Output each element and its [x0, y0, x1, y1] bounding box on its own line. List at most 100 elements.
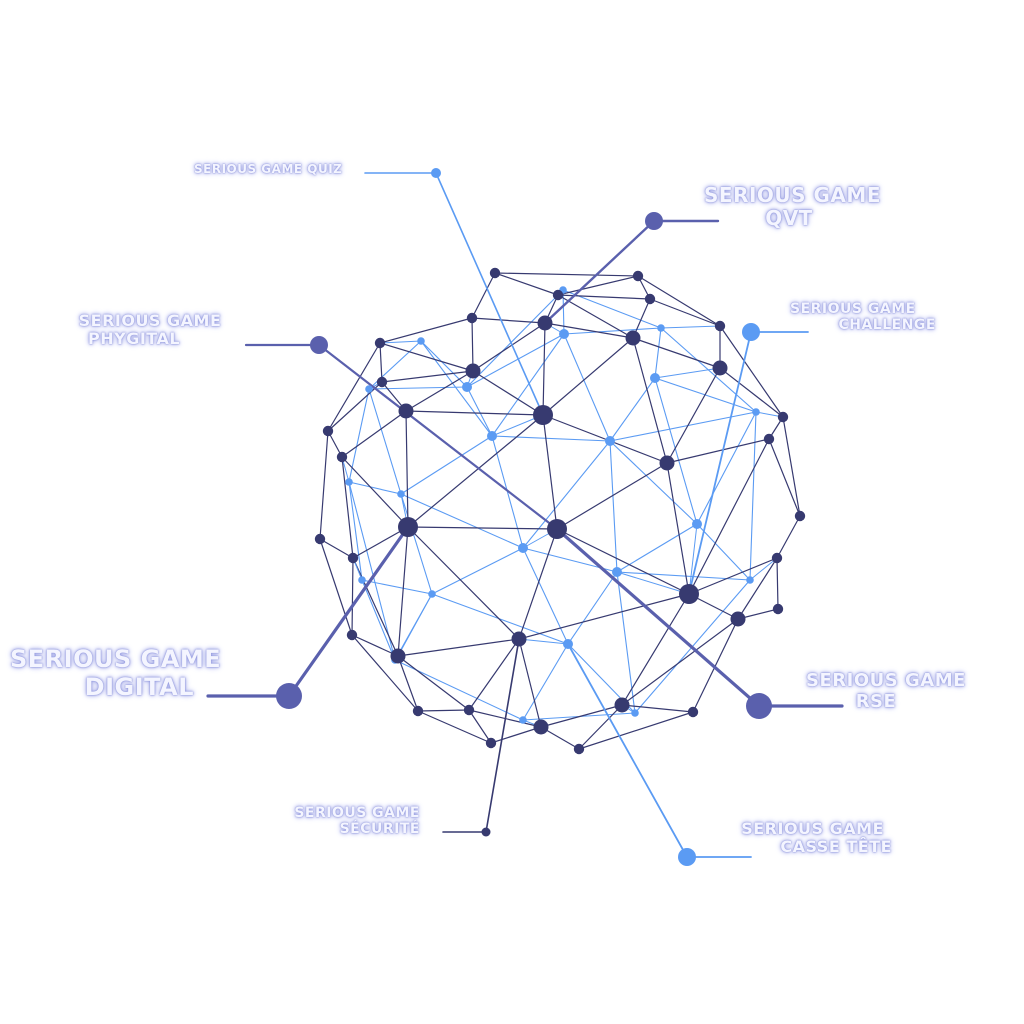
node-dark — [511, 631, 527, 647]
mesh-edge-cross — [749, 557, 778, 581]
mesh-edge-light — [466, 386, 493, 437]
mesh-edge-dark — [688, 557, 778, 595]
label-serious-game-digital: SERIOUS GAME DIGITAL — [10, 645, 222, 701]
node-hub — [398, 517, 418, 537]
node-dark — [466, 312, 478, 324]
node-hub — [547, 519, 567, 539]
mesh-edge-dark — [319, 538, 353, 636]
mesh-edge-light — [562, 289, 565, 335]
mesh-edge-light — [348, 388, 370, 483]
mesh-edge-dark — [471, 317, 546, 324]
mesh-edge-dark — [649, 298, 721, 327]
mesh-edge-dark — [637, 275, 721, 327]
mesh-edge-dark — [518, 528, 558, 640]
mesh-edge-dark — [621, 593, 690, 706]
mesh-edge-dark — [397, 655, 419, 712]
mesh-edge-light — [361, 579, 433, 595]
node-dark — [730, 611, 746, 627]
node-dark — [573, 743, 585, 755]
mesh-edge-light — [420, 340, 493, 437]
mesh-edge-dark — [341, 456, 409, 528]
node-dark — [485, 737, 497, 749]
mesh-edge-dark — [542, 414, 558, 530]
mesh-edge-dark — [417, 709, 470, 712]
mesh-edge-dark — [768, 438, 801, 517]
mesh-edge-light — [609, 411, 757, 442]
mesh-edge-light — [567, 571, 618, 645]
node-dark — [794, 510, 806, 522]
mesh-edge-light — [563, 333, 611, 442]
mesh-edge-dark — [405, 410, 409, 528]
mesh-edge-cross — [616, 571, 690, 595]
mesh-edge-dark — [397, 638, 520, 657]
mesh-edge-dark — [666, 438, 770, 464]
callout-phygital-line — [317, 343, 559, 531]
node-dark — [376, 376, 388, 388]
mesh-edge-dark — [319, 538, 354, 559]
node-light — [631, 709, 639, 717]
node-dark — [763, 433, 775, 445]
node-dark — [336, 451, 348, 463]
mesh-edge-dark — [468, 709, 492, 744]
mesh-edge-light — [400, 493, 433, 595]
node-dark — [714, 320, 726, 332]
node-dark — [632, 270, 644, 282]
node-light — [428, 590, 436, 598]
callout-casse-tete-line — [567, 643, 688, 858]
label-serious-game-phygital: SERIOUS GAME PHYGITAL — [78, 311, 222, 349]
mesh-edge-light — [431, 547, 524, 595]
mesh-edge-dark — [688, 438, 770, 595]
mesh-edge-cross — [654, 367, 721, 379]
mesh-edge-dark — [632, 337, 721, 369]
mesh-edge-light — [696, 523, 751, 581]
mesh-edge-dark — [381, 370, 474, 383]
node-light — [692, 519, 702, 529]
node-light — [358, 576, 366, 584]
mesh-edge-dark — [542, 414, 668, 464]
node-dark — [552, 289, 564, 301]
mesh-edge-light — [563, 327, 662, 335]
mesh-edge-dark — [494, 272, 639, 277]
mesh-edge-dark — [379, 342, 383, 383]
mesh-edge-light — [420, 340, 468, 388]
node-hub — [679, 584, 699, 604]
mesh-edge-dark — [341, 456, 354, 559]
mesh-edge-light — [654, 327, 662, 379]
node-light — [746, 576, 754, 584]
mesh-edge-dark — [494, 272, 559, 296]
mesh-edge-dark — [379, 317, 473, 344]
mesh-edge-dark — [776, 557, 779, 610]
node-light — [605, 436, 615, 446]
mesh-edge-dark — [351, 634, 399, 657]
mesh-edge-dark — [352, 557, 399, 657]
node-light — [397, 490, 405, 498]
callout-phygital-dot — [310, 336, 328, 354]
mesh-edge-dark — [556, 528, 690, 595]
node-light — [417, 337, 425, 345]
mesh-edge-dark — [518, 638, 542, 728]
mesh-edge-dark — [407, 414, 544, 528]
node-dark — [771, 552, 783, 564]
node-dark — [465, 363, 481, 379]
mesh-edge-dark — [544, 322, 634, 339]
node-light — [752, 408, 760, 416]
mesh-edge-light — [400, 435, 493, 495]
callout-challenge-line — [688, 331, 752, 595]
mesh-edge-light — [616, 571, 751, 581]
mesh-edge-light — [466, 333, 565, 388]
callout-rse-line — [555, 527, 761, 708]
mesh-edge-light — [696, 411, 757, 525]
mesh-edge-dark — [352, 526, 409, 559]
mesh-edge-light — [609, 440, 698, 525]
mesh-edge-light — [348, 481, 363, 581]
node-dark — [625, 330, 641, 346]
mesh-edge-dark — [518, 593, 690, 640]
label-serious-game-securite: SERIOUS GAME SÉCURITÉ — [294, 805, 420, 838]
mesh-edge-dark — [540, 704, 623, 728]
mesh-edge-dark — [417, 710, 492, 744]
mesh-edge-dark — [472, 370, 544, 416]
mesh-edge-dark — [341, 410, 407, 458]
callout-casse-tete-dot — [678, 848, 696, 866]
mesh-edge-dark — [557, 275, 639, 296]
